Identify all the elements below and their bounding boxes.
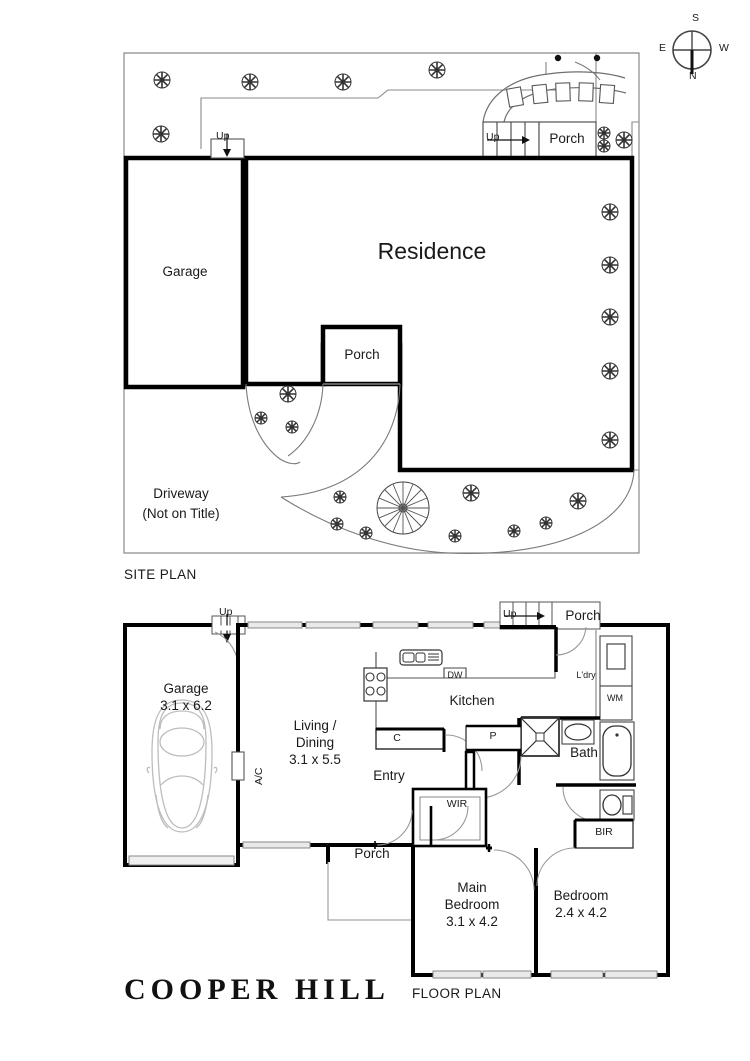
room-label-living-line1: Living /	[293, 718, 337, 733]
built-in-robe	[573, 818, 634, 849]
annotation-laundry: L'dry	[576, 670, 596, 680]
bath-fixtures	[464, 716, 636, 822]
room-label-entry: Entry	[373, 768, 405, 783]
compass-label-n: N	[689, 70, 697, 82]
brand-logo: COOPER HILL	[124, 973, 390, 1006]
room-label-bedroom2: Bedroom	[553, 888, 609, 903]
annotation-walk-in-robe: WIR	[446, 798, 468, 810]
annotation-air-conditioner: A/C	[253, 767, 265, 785]
room-label-garage: Garage	[163, 681, 209, 696]
annotation-built-in-robe: BIR	[595, 826, 613, 838]
laundry-fixtures	[554, 626, 633, 721]
site-label-driveway-line2: (Not on Title)	[142, 506, 220, 521]
compass-label-s: S	[692, 12, 700, 24]
floor-plan-title: FLOOR PLAN	[412, 986, 502, 1001]
annotation-washing-machine: WM	[607, 693, 623, 703]
site-label-residence: Residence	[377, 238, 487, 264]
pantry	[465, 724, 522, 752]
room-dims-living: 3.1 x 5.5	[289, 752, 341, 767]
room-dims-bedroom2: 2.4 x 4.2	[555, 905, 607, 920]
site-label-up-garage: Up	[216, 130, 230, 142]
annotation-up-garage: Up	[219, 606, 233, 618]
room-dims-main-bedroom: 3.1 x 4.2	[446, 914, 498, 929]
compass-label-e: E	[659, 42, 667, 54]
site-label-porch-front: Porch	[549, 131, 585, 146]
room-label-living-line2: Dining	[295, 735, 335, 750]
bedrooms	[432, 844, 658, 979]
room-label-porch: Porch	[354, 846, 390, 861]
toilet	[599, 789, 635, 821]
site-front-stairs	[482, 121, 540, 159]
site-plan-title: SITE PLAN	[124, 567, 197, 582]
room-dims-garage: 3.1 x 6.2	[160, 698, 212, 713]
annotation-dishwasher: DW	[447, 670, 463, 680]
site-label-driveway-line1: Driveway	[153, 486, 209, 501]
annotation-pantry: P	[489, 730, 497, 742]
car-icon	[146, 699, 218, 833]
rear-stairs-porch	[499, 601, 601, 630]
site-plan-graphic	[123, 52, 640, 555]
walk-in-robe	[411, 787, 488, 848]
site-garage-up-step	[210, 134, 245, 159]
room-label-main-bedroom-line2: Bedroom	[444, 897, 500, 912]
site-label-garage: Garage	[162, 264, 208, 279]
site-label-up-porch: Up	[486, 131, 500, 143]
annotation-cupboard: C	[393, 732, 401, 744]
room-label-bath: Bath	[570, 745, 598, 760]
floor-plan-graphic	[123, 601, 670, 979]
entry-porch	[242, 809, 415, 975]
room-label-main-bedroom-line1: Main	[457, 880, 487, 895]
room-label-porch-rear: Porch	[565, 608, 601, 623]
compass-label-w: W	[719, 42, 729, 54]
compass-rose-graphic	[672, 30, 712, 74]
room-label-kitchen: Kitchen	[449, 693, 495, 708]
site-label-porch-middle: Porch	[344, 347, 380, 362]
annotation-up-porch: Up	[503, 608, 517, 620]
windows-top	[247, 621, 530, 629]
